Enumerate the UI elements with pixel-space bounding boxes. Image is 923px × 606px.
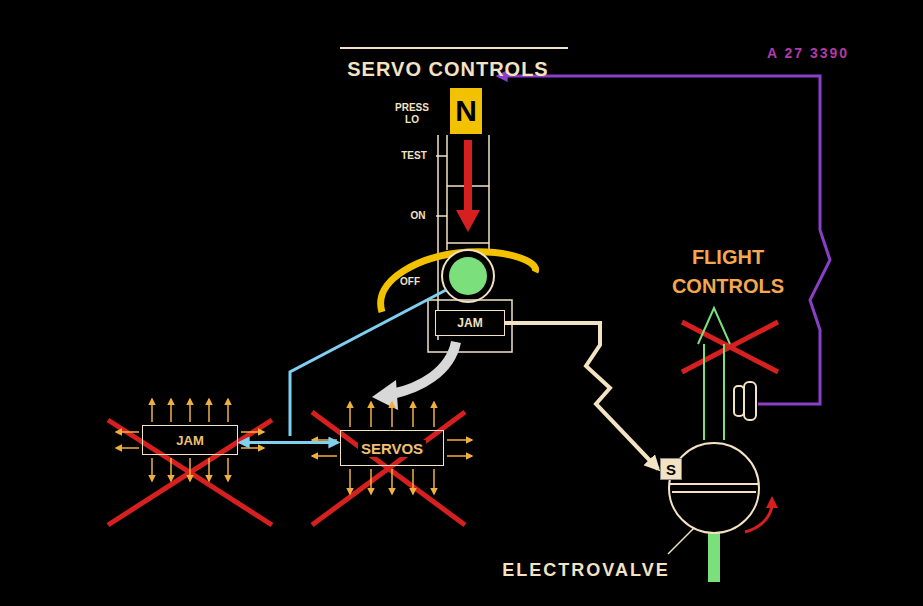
pressure-switch <box>734 382 756 420</box>
position-label: TEST <box>401 150 427 162</box>
knob-label-box: JAM <box>435 310 505 336</box>
node-text: JAM <box>457 316 482 330</box>
jam-lamp: JAM <box>142 425 238 455</box>
turn-arrow-head <box>372 380 398 410</box>
part-label: FLIGHT CONTROLS <box>653 243 803 301</box>
part-label: ELECTROVALVE <box>502 560 669 582</box>
leader-line <box>668 528 694 554</box>
title-rule <box>340 47 568 49</box>
node-text: JAM <box>173 433 206 448</box>
position-label: ON <box>411 210 426 222</box>
drawing-number: A 27 3390 <box>767 45 849 62</box>
panel-outline <box>428 300 512 352</box>
pressure-wire <box>498 76 830 404</box>
node-text: S <box>666 461 676 478</box>
control-wire <box>505 323 658 469</box>
servos-lamp: SERVOS <box>340 430 444 466</box>
radiating-arrows <box>116 399 472 494</box>
link-arrow <box>240 441 338 444</box>
panel-title: SERVO CONTROLS <box>347 57 548 81</box>
position-label: PRESS LO <box>392 102 432 126</box>
turn-arrow <box>392 342 456 394</box>
solenoid-box: S <box>660 458 682 480</box>
electrovalve-symbol <box>669 443 778 533</box>
node-text: SERVOS <box>358 440 426 457</box>
position-arrow <box>456 140 480 232</box>
position-label: OFF <box>400 276 420 288</box>
node-text: N <box>455 94 477 128</box>
status-indicator: N <box>450 88 482 134</box>
